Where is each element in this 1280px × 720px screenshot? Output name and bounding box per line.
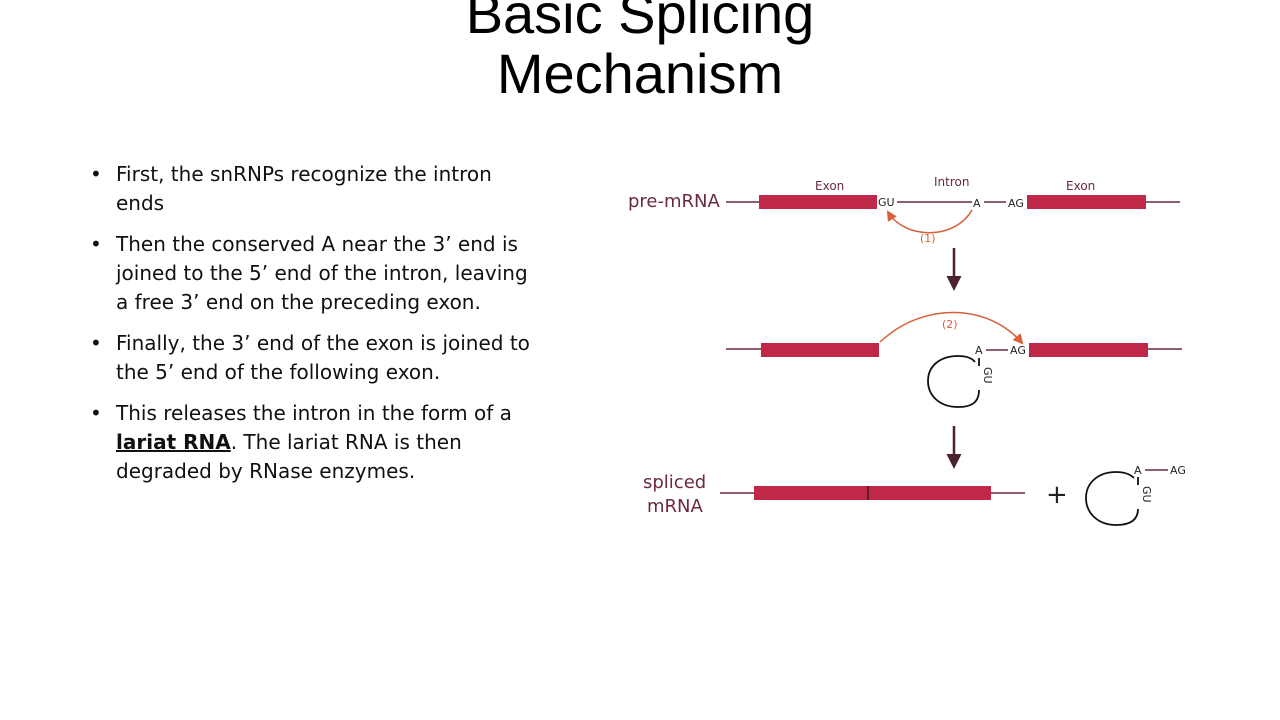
lariat-gu-label: GU [1140, 486, 1153, 503]
step-2-arrow [879, 311, 1024, 345]
bullet-2: Then the conserved A near the 3’ end is … [90, 230, 540, 317]
branch-a-label: A [973, 197, 981, 210]
lariat-rna-term: lariat RNA [116, 430, 231, 454]
slide-title: Basic Splicing Mechanism [340, 0, 940, 104]
splicing-diagram: pre-mRNA Exon GU Intron A AG Exon (1) (2… [628, 175, 1186, 526]
row2-lariat-loop [927, 355, 980, 408]
spliced-exon-box [754, 486, 991, 500]
step-2-label: (2) [942, 318, 958, 331]
row2-exon-1-box [761, 343, 879, 357]
row2-a-label: A [975, 344, 983, 357]
step-1-arrow [886, 209, 973, 234]
intron-label: Intron [934, 175, 969, 189]
bullet-4-text-pre: This releases the intron in the form of … [116, 401, 512, 425]
spliced-label-line2: mRNA [647, 496, 704, 517]
lariat-ag-label: AG [1170, 464, 1186, 477]
exon-1-box [759, 195, 877, 209]
row2-exon-2-box [1029, 343, 1148, 357]
exon-1-label: Exon [815, 179, 844, 193]
row2-ag-label: AG [1010, 344, 1026, 357]
step-1-label: (1) [920, 232, 936, 245]
row2-gu-label: GU [981, 367, 994, 384]
bullet-4: This releases the intron in the form of … [90, 399, 540, 486]
bullet-3: Finally, the 3’ end of the exon is joine… [90, 329, 540, 387]
lariat-loop [1085, 471, 1139, 526]
gu-label: GU [878, 196, 895, 209]
lariat-a-label: A [1134, 464, 1142, 477]
bullet-1: First, the snRNPs recognize the intron e… [90, 160, 540, 218]
spliced-label-line1: spliced [643, 472, 706, 493]
bullet-4-text-post: . The lariat RNA is then degraded by RNa… [116, 430, 462, 483]
plus-sign: + [1046, 480, 1068, 510]
exon-2-box [1027, 195, 1146, 209]
title-line-1: Basic Splicing [465, 0, 815, 45]
pre-mrna-label: pre-mRNA [628, 191, 721, 212]
title-line-2: Mechanism [496, 42, 784, 105]
ag-label: AG [1008, 197, 1024, 210]
exon-2-label: Exon [1066, 179, 1095, 193]
bullet-list: First, the snRNPs recognize the intron e… [90, 160, 540, 498]
